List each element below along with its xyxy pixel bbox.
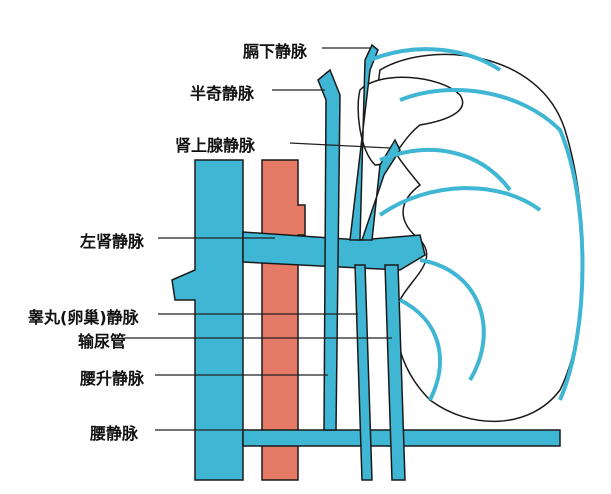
suprarenal-vein bbox=[360, 138, 401, 241]
label-ureter: 输尿管 bbox=[78, 332, 127, 351]
label-inferior-phrenic-vein: 膈下静脉 bbox=[243, 42, 308, 61]
label-hemiazygos-vein: 半奇静脉 bbox=[190, 84, 255, 103]
label-suprarenal-vein: 肾上腺静脉 bbox=[175, 136, 256, 155]
label-testicular-vein: 睾丸(卵巢)静脉 bbox=[28, 308, 139, 327]
label-left-renal-vein: 左肾静脉 bbox=[80, 232, 145, 251]
ascending-lumbar-vein bbox=[317, 68, 341, 431]
ureter bbox=[384, 264, 406, 481]
leader-lines bbox=[125, 47, 392, 431]
renal-branches bbox=[369, 47, 585, 401]
ivc bbox=[171, 159, 244, 481]
adrenal-gland bbox=[357, 76, 464, 166]
label-lumbar-vein: 腰静脉 bbox=[90, 424, 139, 443]
kidney bbox=[377, 53, 584, 423]
label-ascending-lumbar-vein: 腰升静脉 bbox=[80, 369, 145, 388]
testicular-vein bbox=[354, 264, 373, 481]
inferior-phrenic-vein bbox=[349, 43, 379, 241]
